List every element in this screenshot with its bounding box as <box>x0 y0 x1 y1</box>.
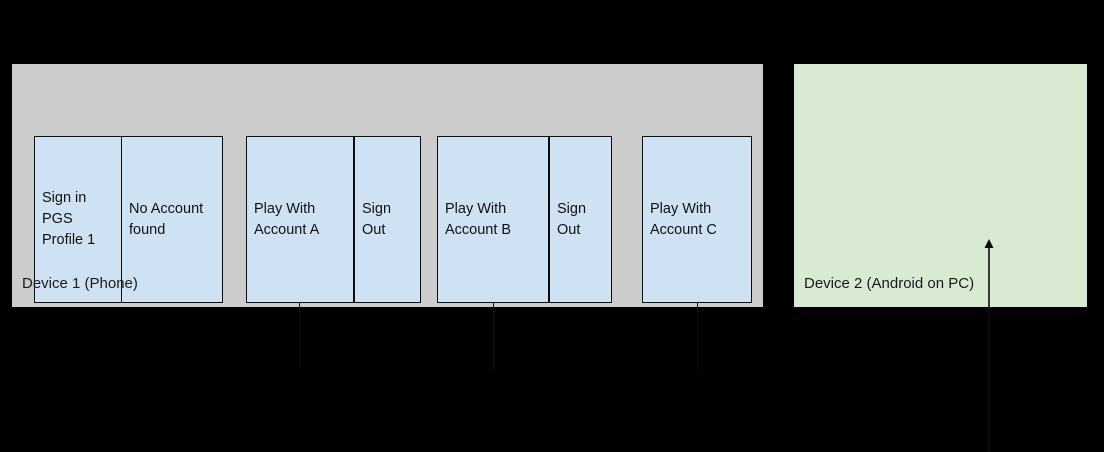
arrow-to-device-2-icon <box>982 239 994 452</box>
device-1-label: Device 1 (Phone) <box>22 275 138 292</box>
screen-pane-sign-out-b[interactable]: Sign Out <box>548 137 611 302</box>
connector-line-b <box>493 303 494 371</box>
screen-pane-sign-out-a[interactable]: Sign Out <box>353 137 420 302</box>
screen-pane-no-account-found[interactable]: No Account found <box>121 137 222 302</box>
device-1-container: Sign in PGS Profile 1 No Account found P… <box>12 64 763 371</box>
screen-pane-play-with-account-c[interactable]: Play With Account C <box>643 137 751 302</box>
screen-pane-play-with-account-b[interactable]: Play With Account B <box>438 137 548 302</box>
screen-pane-play-with-account-a[interactable]: Play With Account A <box>247 137 353 302</box>
device-2-container: Sign in PGS Profile 1 Show All Seen Acco… <box>794 64 1087 307</box>
device-2-label: Device 2 (Android on PC) <box>804 275 975 292</box>
screen-group-account-a[interactable]: Play With Account A Sign Out <box>246 136 421 303</box>
screen-group-account-b[interactable]: Play With Account B Sign Out <box>437 136 612 303</box>
connector-line-c <box>697 303 698 371</box>
screen-group-account-c[interactable]: Play With Account C <box>642 136 752 303</box>
screen-group-signin-no-account[interactable]: Sign in PGS Profile 1 No Account found <box>34 136 223 303</box>
connector-line-a <box>299 303 300 371</box>
screen-pane-sign-in-pgs-profile-1[interactable]: Sign in PGS Profile 1 <box>35 137 121 302</box>
